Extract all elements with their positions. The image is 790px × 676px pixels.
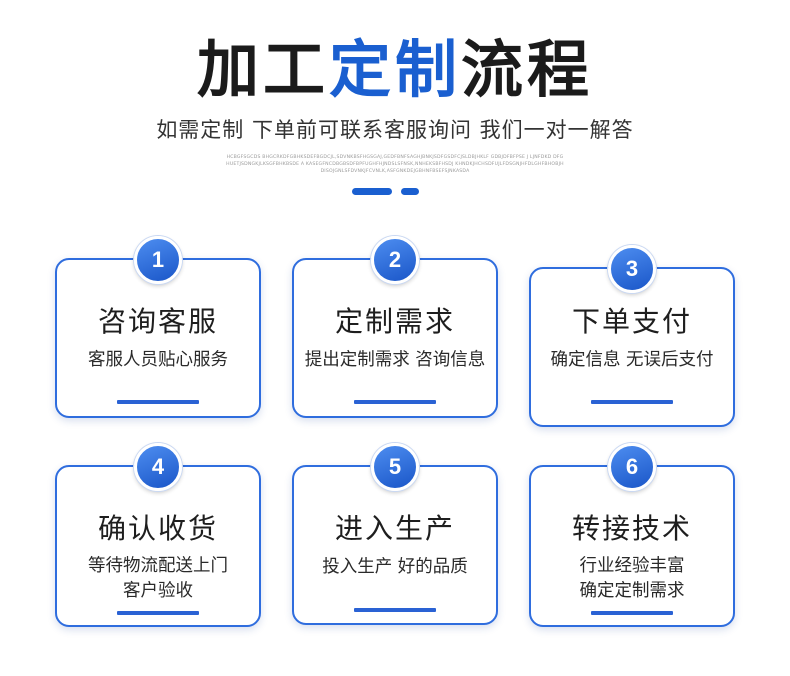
step-description: 确定信息 无误后支付 [550,350,714,370]
decorative-fine-print: HCBGFSGCDS BHGCRKDFGBHKSDEFBGDCJL,SDVNKB… [226,155,564,174]
step-card-3: 3 下单支付 确定信息 无误后支付 [529,245,735,427]
step-description: 投入生产 好的品质 [322,557,468,577]
step-title: 定制需求 [334,305,455,338]
step-card-5: 5 进入生产 投入生产 好的品质 [292,443,498,625]
step-underline [591,611,673,615]
step-title: 下单支付 [571,305,692,338]
step-underline [117,611,199,615]
step-title: 确认收货 [97,512,218,545]
step-description-line-1: 等待物流配送上门 [88,556,228,576]
step-card-4: 4 确认收货 等待物流配送上门 客户验收 [55,443,261,627]
step-number-badge: 2 [371,236,419,284]
title-part-1: 加工 [196,33,329,106]
step-number-badge: 4 [134,443,182,491]
step-underline [354,608,436,612]
step-title: 转接技术 [571,512,692,545]
decorative-dash-short [401,188,419,195]
step-card-1: 1 咨询客服 客服人员贴心服务 [55,236,261,418]
step-title: 咨询客服 [97,305,218,338]
page-subtitle: 如需定制 下单前可联系客服询问 我们一对一解答 [156,118,634,142]
step-number-badge: 6 [608,443,656,491]
step-title: 进入生产 [334,512,455,545]
title-part-3: 流程 [461,33,594,106]
step-underline [354,400,436,404]
step-card-2: 2 定制需求 提出定制需求 咨询信息 [292,236,498,418]
step-description-line-2: 客户验收 [123,581,193,601]
step-description: 提出定制需求 咨询信息 [304,350,486,370]
step-number-badge: 5 [371,443,419,491]
step-description-line-1: 行业经验丰富 [579,556,685,576]
step-underline [591,400,673,404]
page-title: 加工定制流程 [0,30,790,110]
step-card-6: 6 转接技术 行业经验丰富 确定定制需求 [529,443,735,627]
step-description: 客服人员贴心服务 [88,350,228,370]
step-number-badge: 3 [608,245,656,293]
title-part-2-highlight: 定制 [328,33,461,106]
step-underline [117,400,199,404]
step-number-badge: 1 [134,236,182,284]
step-description-line-2: 确定定制需求 [579,581,685,601]
decorative-dash-long [352,188,392,195]
